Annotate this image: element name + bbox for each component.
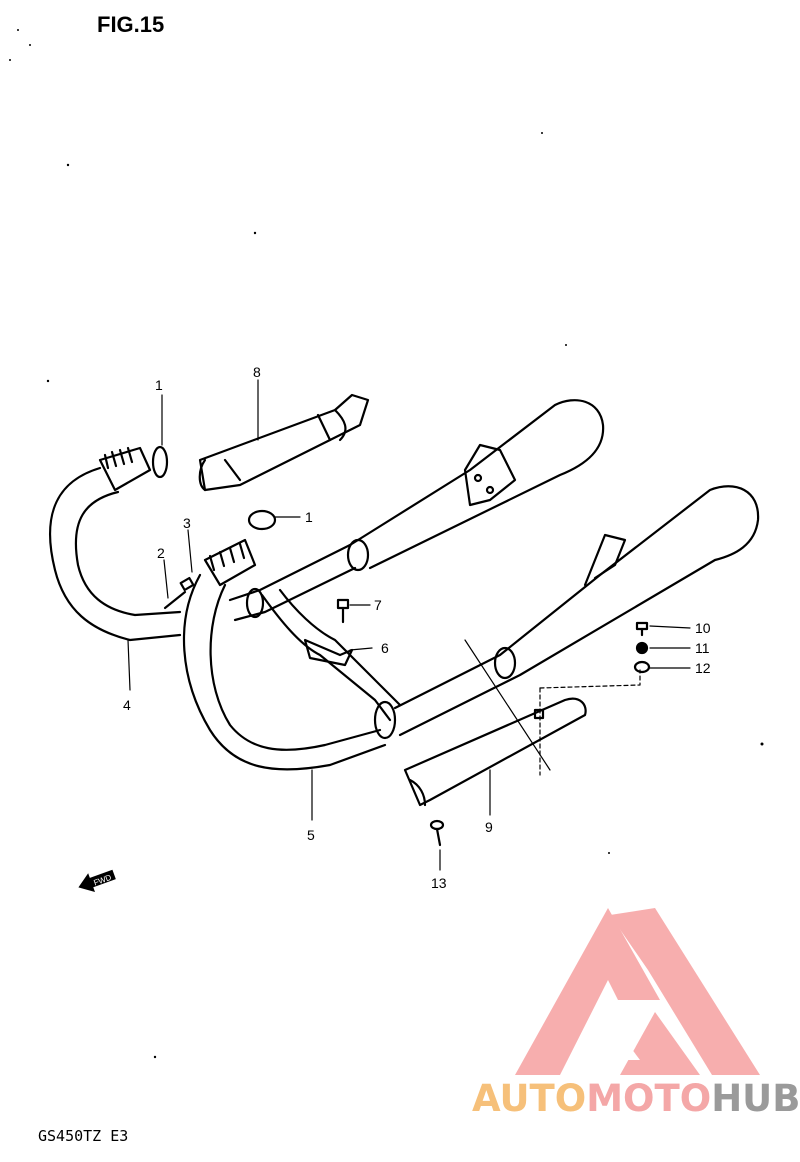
bolt-thirteen	[429, 819, 445, 847]
callout-1b: 1	[305, 509, 313, 525]
callout-5: 5	[307, 827, 315, 843]
clamp-bolt	[163, 576, 195, 610]
callout-4: 4	[123, 697, 131, 713]
callout-labels: 1 1 2 3 4 5 6 7 8 9 10 11 12 13	[123, 364, 711, 891]
watermark-part-hub: HUB	[711, 1077, 800, 1120]
bolt-seven	[336, 598, 350, 624]
callout-2: 2	[157, 545, 165, 561]
callout-12: 12	[695, 660, 711, 676]
leader-lines	[127, 379, 691, 871]
muffler-lower	[393, 485, 760, 737]
gasket-upper	[151, 445, 169, 479]
svg-text:FWD: FWD	[92, 873, 112, 888]
callout-13: 13	[431, 875, 447, 891]
clamp-six	[303, 638, 354, 667]
callout-7: 7	[374, 597, 382, 613]
watermark-logo-text: AUTOMOTOHUB	[472, 1077, 800, 1120]
callout-9: 9	[485, 819, 493, 835]
forward-arrow-icon: FWD	[78, 869, 116, 893]
scan-specks	[9, 29, 764, 1059]
gasket-lower	[247, 509, 277, 531]
washer-twelve	[633, 660, 651, 674]
callout-3: 3	[183, 515, 191, 531]
callout-6: 6	[381, 640, 389, 656]
heat-shield-lower	[403, 697, 587, 807]
callout-8: 8	[253, 364, 261, 380]
nut-eleven	[635, 641, 649, 655]
bolt-ten	[635, 621, 649, 637]
watermark-part-auto: AUTO	[472, 1077, 587, 1120]
watermark-part-moto: MOTO	[586, 1077, 712, 1120]
figure-title: FIG.15	[97, 12, 165, 37]
watermark-logo-mark	[515, 908, 760, 1075]
model-label: GS450TZ E3	[38, 1127, 129, 1145]
exhaust-pipe-right	[182, 538, 387, 771]
callout-10: 10	[695, 620, 711, 636]
muffler-upper	[346, 399, 605, 572]
callout-1a: 1	[155, 377, 163, 393]
balance-pipe	[228, 543, 402, 740]
callout-11: 11	[695, 640, 710, 656]
heat-shield	[198, 393, 370, 492]
exhaust-pipe-left	[48, 446, 182, 642]
